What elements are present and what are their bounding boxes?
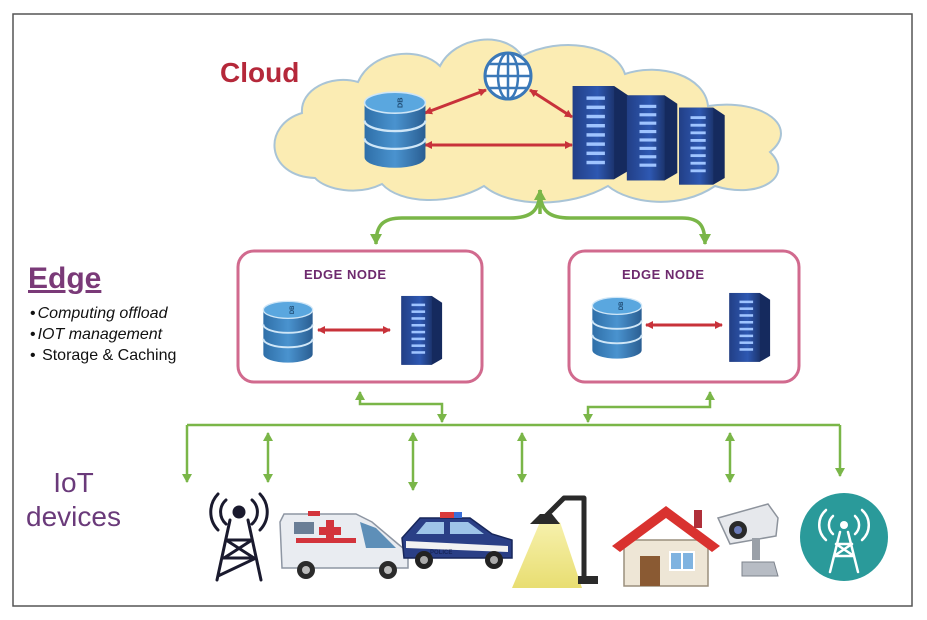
edge-node-1-title: EDGE NODE xyxy=(304,267,387,282)
edge-feature-item: •IOT management xyxy=(30,326,163,343)
iot-network-lines xyxy=(182,391,845,491)
cell-tower-badge-icon xyxy=(800,493,888,581)
house-icon xyxy=(612,506,720,587)
server-rack-icon xyxy=(626,95,678,181)
street-lamp-icon xyxy=(512,495,598,588)
iot-title-line2: devices xyxy=(26,501,121,532)
arrow-cloud-edge-left xyxy=(370,189,542,245)
police-car-label: POLICE xyxy=(430,550,452,556)
edge-feature-label: Storage & Caching xyxy=(42,347,177,364)
server-rack-icon xyxy=(729,292,771,362)
server-rack-icon xyxy=(679,107,725,185)
arrow-cloud-edge-right xyxy=(538,189,711,245)
cloud-title: Cloud xyxy=(220,57,300,88)
arrow-db-globe xyxy=(424,88,487,115)
database-label: DB xyxy=(619,301,625,310)
iot-devices-title: IoT devices xyxy=(26,466,121,534)
edge-title: Edge xyxy=(28,262,102,295)
database-icon: DB xyxy=(262,300,314,364)
edge-node-2-title: EDGE NODE xyxy=(622,267,705,282)
database-icon: DB xyxy=(363,91,427,169)
edge-feature-item: • Storage & Caching xyxy=(30,347,177,364)
police-car-icon: POLICE xyxy=(401,512,513,569)
edge-feature-list: •Computing offload •IOT management • Sto… xyxy=(30,303,176,366)
edge-feature-label: IOT management xyxy=(37,326,163,343)
database-label: DB xyxy=(395,97,404,108)
edge-feature-item: •Computing offload xyxy=(30,305,168,322)
diagram-frame xyxy=(12,13,913,607)
globe-icon xyxy=(483,51,533,101)
antenna-tower-icon xyxy=(209,492,269,582)
server-rack-icon xyxy=(572,86,628,180)
security-camera-icon xyxy=(716,503,779,577)
ambulance-icon xyxy=(279,511,409,579)
arrow-globe-servers xyxy=(529,88,573,119)
server-rack-icon xyxy=(401,295,443,365)
database-icon: DB xyxy=(591,296,643,360)
database-label: DB xyxy=(290,305,296,314)
iot-title-line1: IoT xyxy=(53,467,94,498)
edge-feature-label: Computing offload xyxy=(37,305,168,322)
